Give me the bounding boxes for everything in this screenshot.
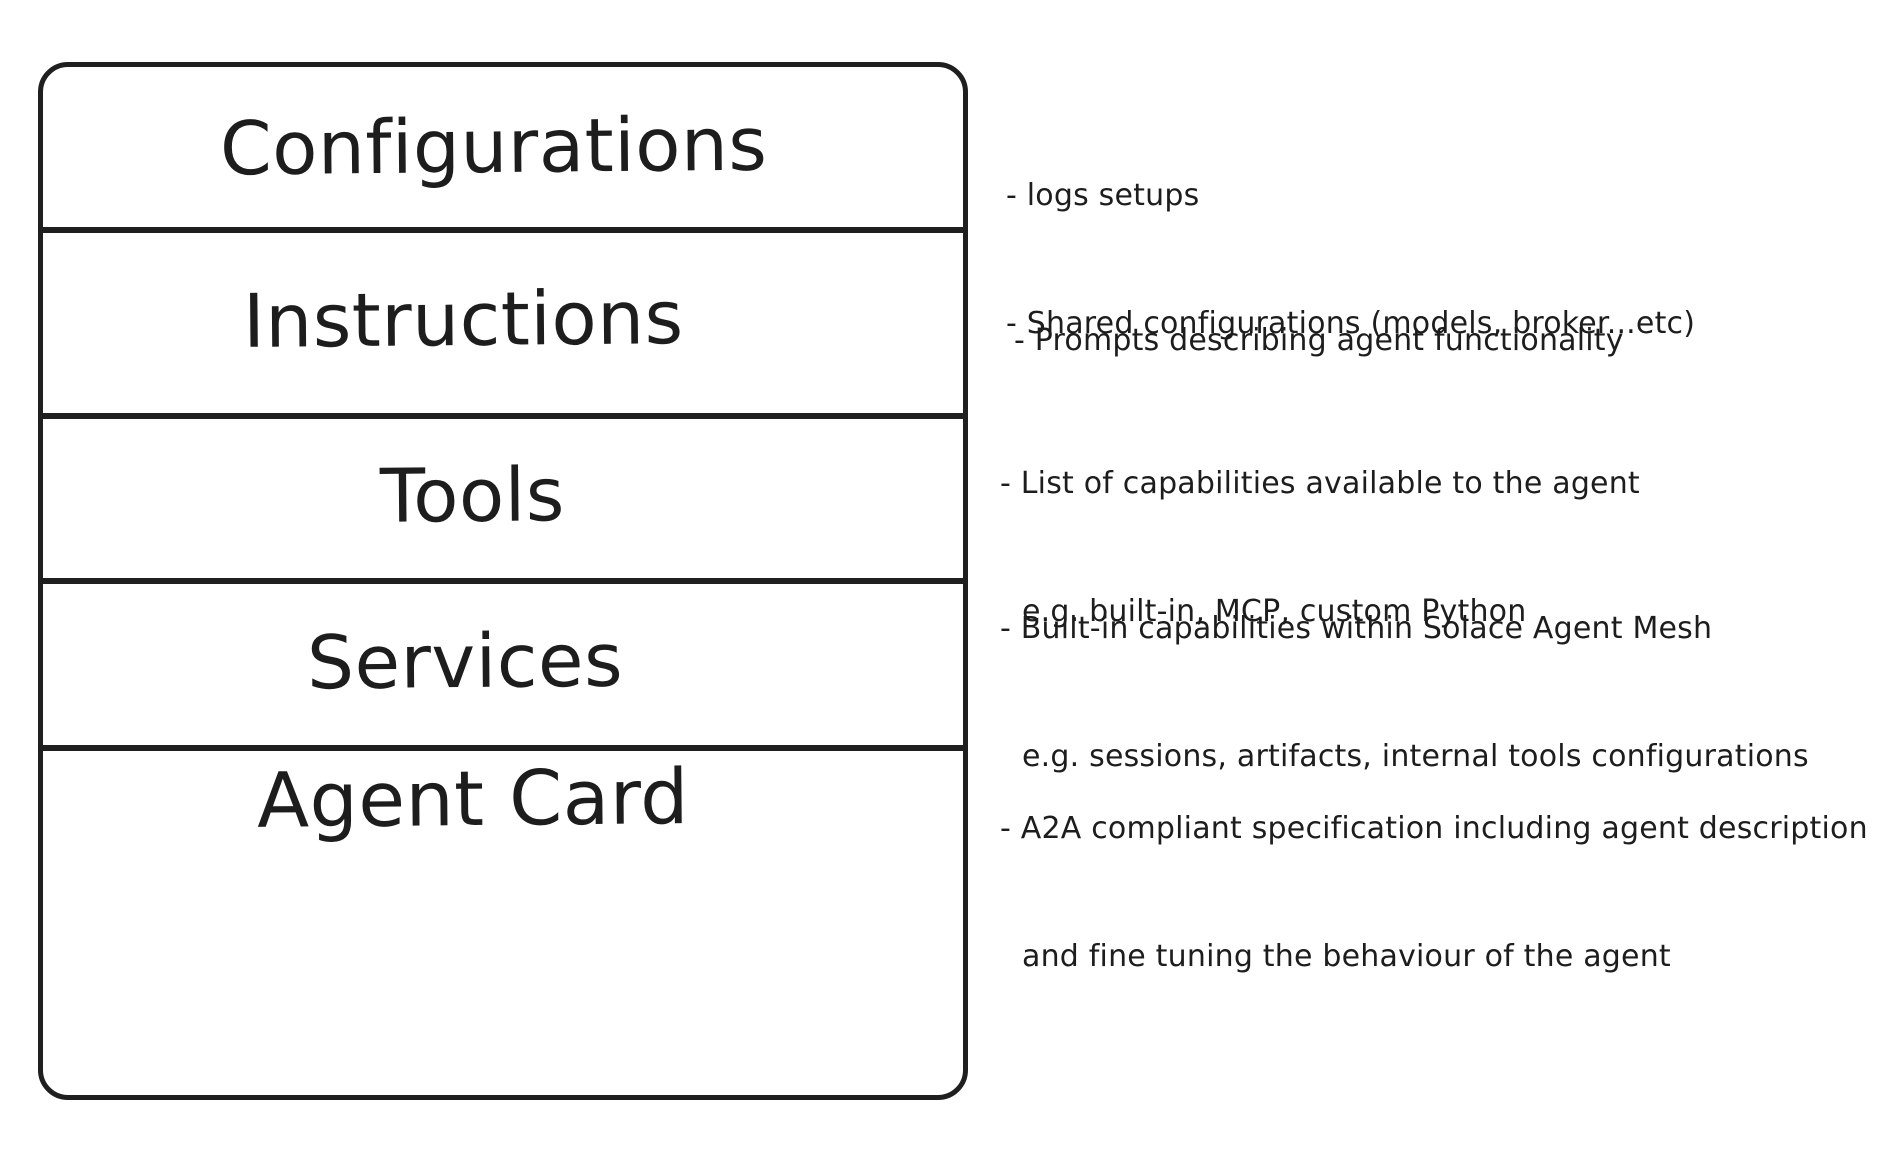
agent-structure-panel: Configurations Instructions Tools Servic… [38, 62, 968, 1100]
annotation-services: - Built-in capabilities within Solace Ag… [1000, 523, 1809, 864]
annotation-line: - Prompts describing agent functionality [1014, 323, 1624, 359]
section-label-tools: Tools [379, 451, 565, 540]
annotation-line: - A2A compliant specification including … [1000, 811, 1868, 847]
section-divider [38, 578, 968, 584]
annotation-line: e.g. sessions, artifacts, internal tools… [1022, 738, 1809, 774]
section-label-configurations: Configurations [219, 101, 769, 193]
section-configurations[interactable]: Configurations [43, 67, 963, 227]
annotation-tools: - List of capabilities available to the … [1000, 378, 1640, 719]
annotation-configurations: - logs setups - Shared configurations (m… [1006, 90, 1695, 431]
section-services[interactable]: Services [43, 578, 963, 745]
section-label-agent-card: Agent Card [256, 752, 690, 845]
annotation-line: - Shared configurations (models, broker.… [1006, 305, 1696, 341]
section-label-instructions: Instructions [242, 275, 684, 365]
section-divider [38, 745, 968, 751]
annotation-instructions: - Prompts describing agent functionality [1014, 235, 1624, 448]
annotation-line: - List of capabilities available to the … [1000, 466, 1640, 502]
annotation-line: - Built-in capabilities within Solace Ag… [1000, 611, 1713, 647]
section-divider [38, 227, 968, 233]
section-agent-card[interactable]: Agent Card [43, 745, 963, 1095]
section-tools[interactable]: Tools [43, 413, 963, 578]
annotation-line: e.g. built-in, MCP, custom Python [1022, 593, 1527, 629]
annotation-agent-card: - A2A compliant specification including … [1000, 723, 1868, 1064]
annotation-line: and fine tuning the behaviour of the age… [1022, 938, 1671, 974]
section-label-services: Services [307, 617, 624, 706]
section-instructions[interactable]: Instructions [43, 227, 963, 413]
annotation-line: - logs setups [1006, 178, 1200, 214]
section-divider [38, 413, 968, 419]
